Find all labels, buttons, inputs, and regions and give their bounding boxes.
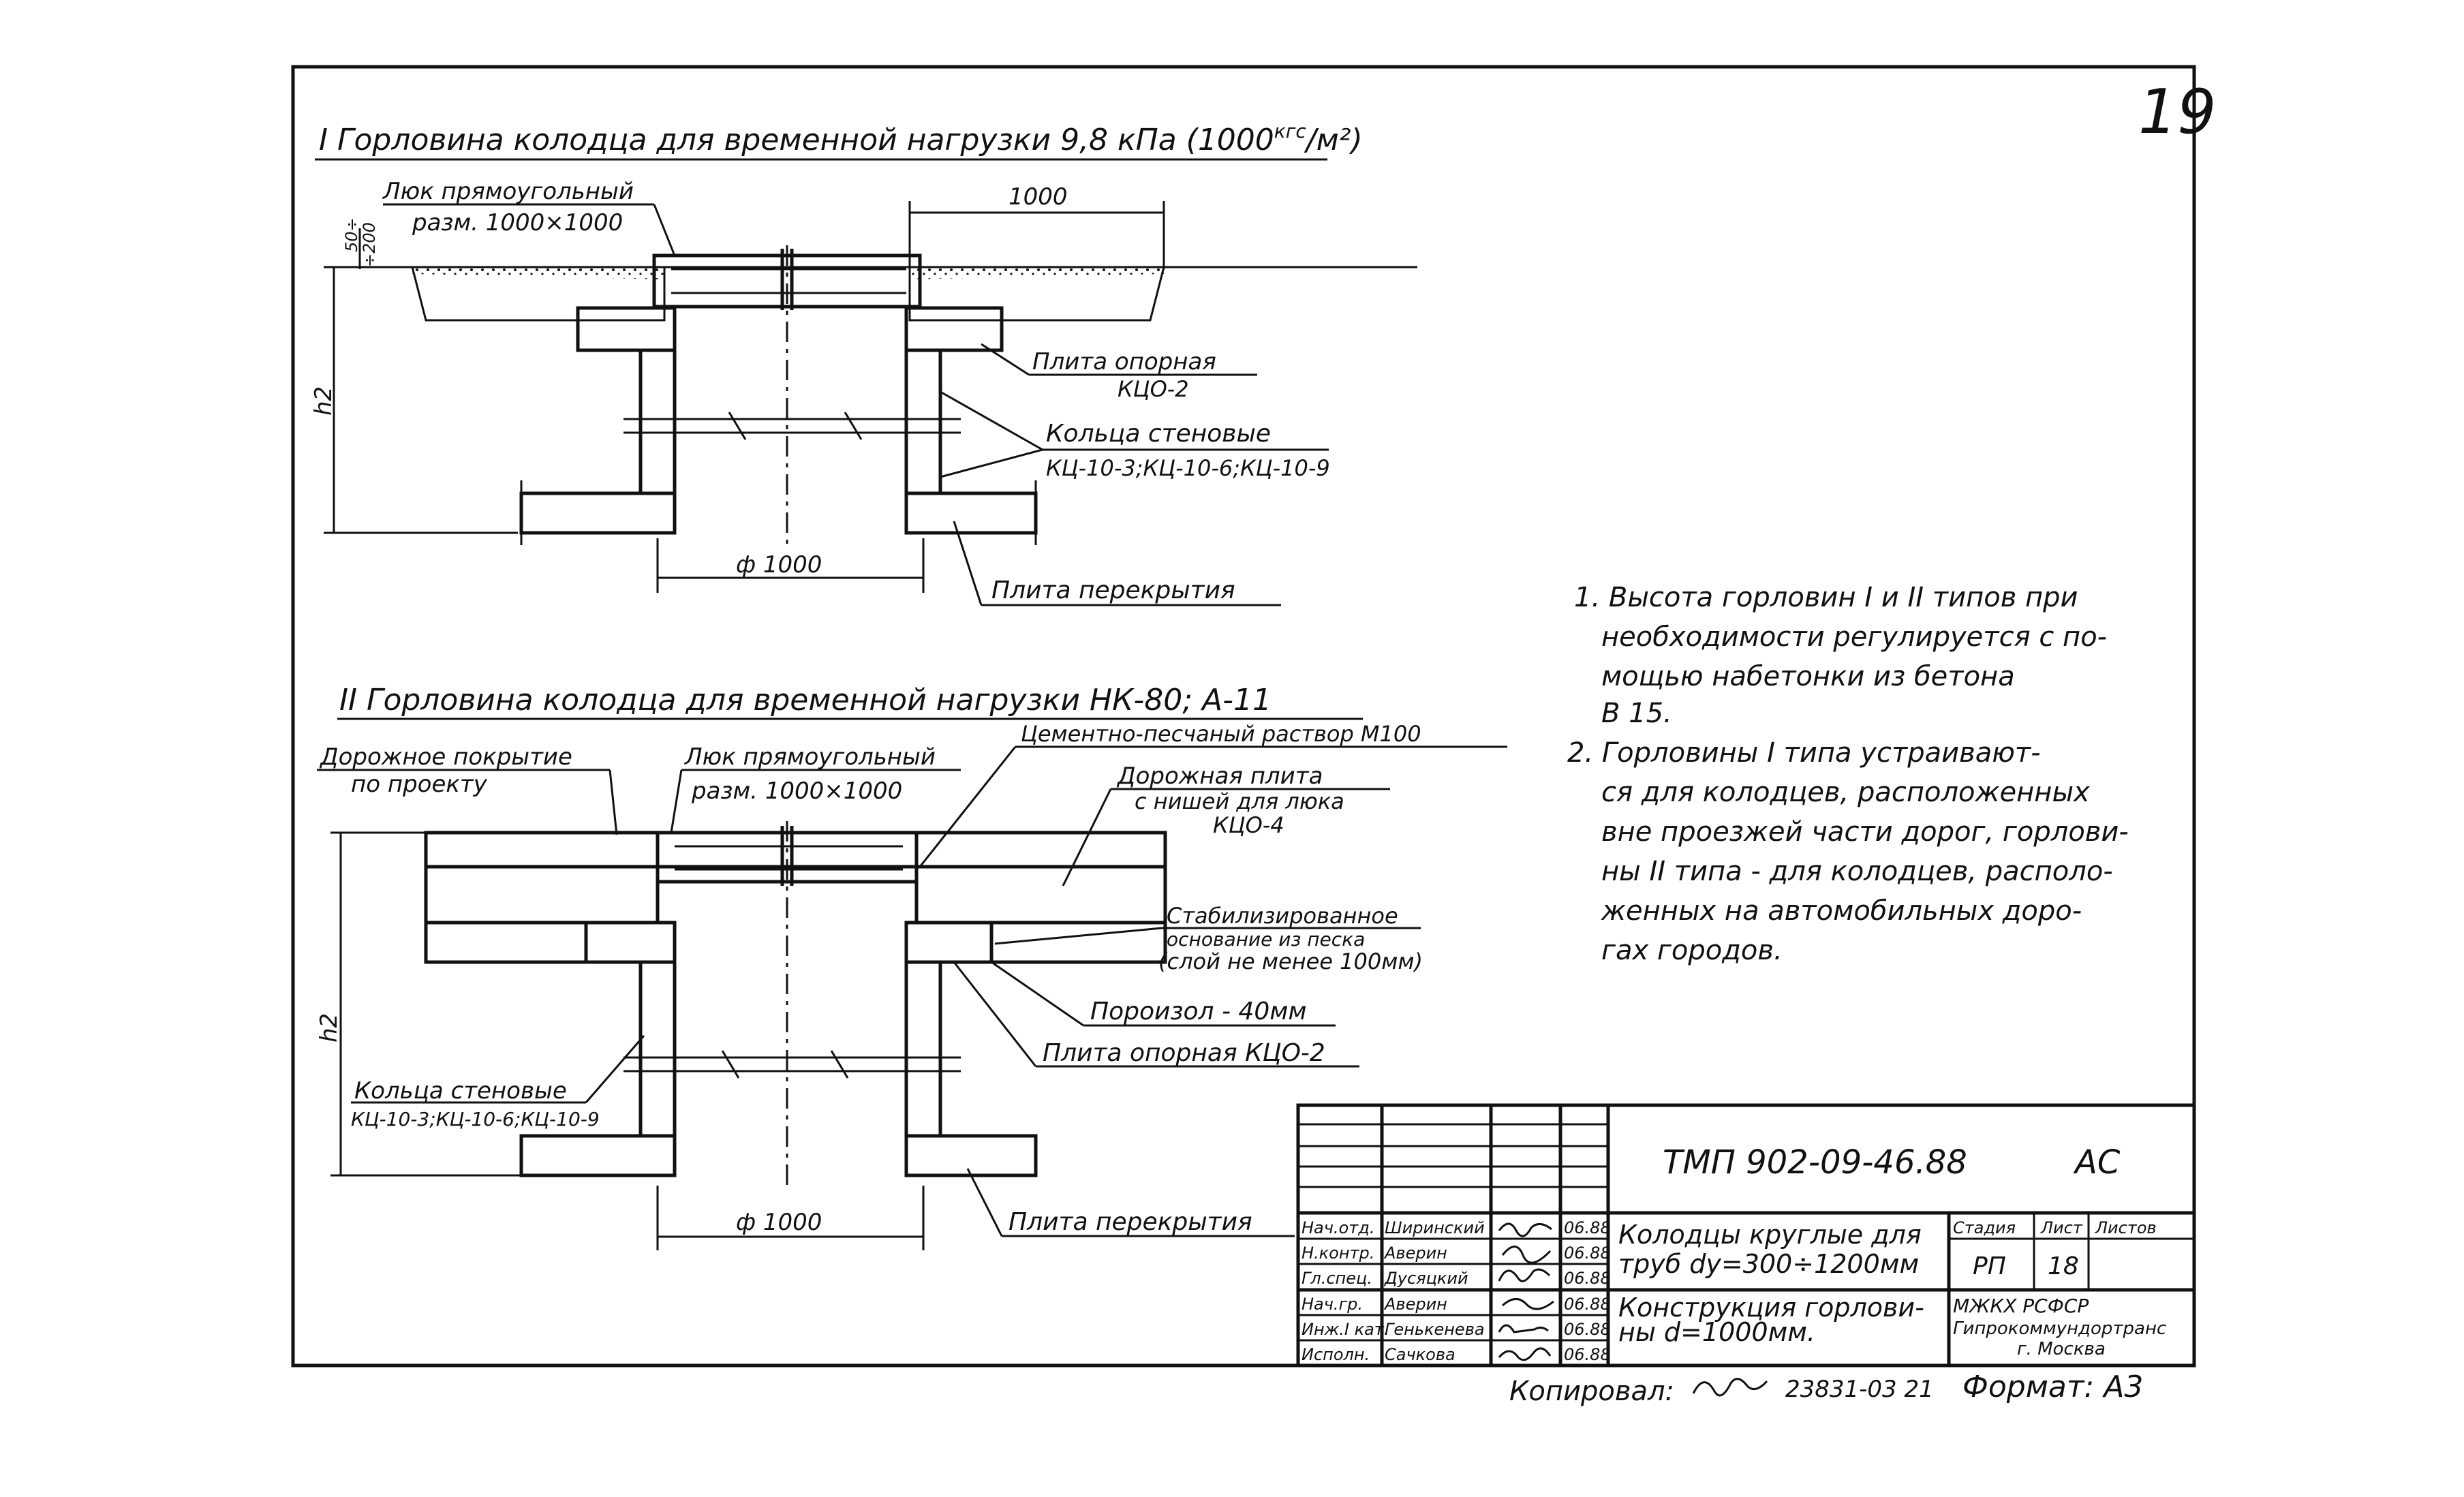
- staff-name: Аверин: [1383, 1295, 1447, 1314]
- sheet-value: 18: [2048, 1252, 2079, 1280]
- road-cover-label: Дорожное покрытие: [319, 743, 572, 771]
- support-slab-mark-1: КЦО-2: [1118, 376, 1189, 402]
- note-line: В 15.: [1601, 698, 1672, 729]
- staff-date: 06.88: [1564, 1218, 1611, 1237]
- staff-role: Гл.спец.: [1302, 1269, 1372, 1288]
- staff-date: 06.88: [1564, 1295, 1611, 1314]
- wall-rings-label-1: Кольца стеновые: [1046, 420, 1271, 448]
- org-line-1: МЖКХ РСФСР: [1953, 1295, 2089, 1317]
- staff-date: 06.88: [1564, 1345, 1611, 1364]
- copied-label: Копировал:: [1509, 1376, 1674, 1407]
- staff-name: Дусяцкий: [1384, 1269, 1468, 1288]
- staff-role: Исполн.: [1302, 1345, 1370, 1364]
- org-line-2: Гипрокоммундортранс: [1953, 1318, 2166, 1339]
- staff-name: Ширинский: [1385, 1218, 1485, 1237]
- section-1-title: I Горловина колодца для временной нагруз…: [319, 120, 1363, 157]
- org-line-3: г. Москва: [2017, 1339, 2106, 1359]
- note-line: 2. Горловины I типа устраивают-: [1567, 737, 2041, 769]
- wall-rings-marks-1: КЦ-10-3;КЦ-10-6;КЦ-10-9: [1046, 455, 1330, 481]
- dim-h2-2: h2: [315, 1013, 343, 1043]
- doc-code: ТМП 902-09-46.88: [1663, 1143, 1967, 1182]
- mortar-label: Цементно-песчаный раствор М100: [1021, 721, 1421, 747]
- col-sheets: Листов: [2095, 1218, 2157, 1237]
- dim-diameter-1: ф 1000: [736, 551, 822, 578]
- note-line: мощью набетонки из бетона: [1601, 661, 2015, 692]
- stabilized-sand: основание из песка: [1167, 928, 1365, 951]
- format-label: Формат: А3: [1962, 1370, 2143, 1404]
- dim-h2-1: h2: [310, 386, 337, 416]
- title-block: ТМП 902-09-46.88 АС Колодцы круглые для …: [1296, 1103, 2196, 1368]
- note-line: вне проезжей части дорог, горлови-: [1601, 816, 2129, 848]
- staff-role: Н.контр.: [1302, 1244, 1374, 1263]
- road-slab-label: Дорожная плита: [1116, 762, 1323, 790]
- cover-slab-label-2: Плита перекрытия: [1008, 1208, 1252, 1236]
- hatch-size-2: разм. 1000×1000: [691, 777, 902, 805]
- poroizol-label: Пороизол - 40мм: [1090, 998, 1307, 1025]
- road-slab-niche: с нишей для люка: [1135, 788, 1344, 814]
- doc-subtitle-1: Конструкция горлови-: [1618, 1293, 1924, 1323]
- staff-name: Аверин: [1383, 1244, 1447, 1263]
- section-1-drawing: I Горловина колодца для временной нагруз…: [310, 120, 1417, 606]
- stabilized-label: Стабилизированное: [1167, 903, 1398, 929]
- section-2-title: II Горловина колодца для временной нагру…: [339, 683, 1272, 717]
- col-stage: Стадия: [1953, 1218, 2016, 1237]
- dim-top-a: 50÷: [342, 217, 361, 252]
- support-slab-label-1: Плита опорная: [1032, 348, 1216, 375]
- dim-diameter-2: ф 1000: [736, 1209, 822, 1236]
- doc-title-1: Колодцы круглые для: [1618, 1220, 1922, 1250]
- signatures: [1498, 1222, 1554, 1361]
- doc-subtitle-2: ны d=1000мм.: [1618, 1317, 1815, 1347]
- copier-signature: [1692, 1378, 1768, 1397]
- note-line: необходимости регулируется с по-: [1601, 621, 2107, 653]
- col-sheet: Лист: [2040, 1218, 2083, 1237]
- section-2-drawing: II Горловина колодца для временной нагру…: [315, 683, 1507, 1250]
- staff-role: Нач.отд.: [1302, 1218, 1374, 1237]
- note-line: ся для колодцев, расположенных: [1601, 777, 2090, 808]
- hatch-label-2: Люк прямоугольный: [683, 743, 936, 771]
- footer: Копировал: 23831-03 21 Формат: А3: [1509, 1370, 2143, 1407]
- doc-title-2: труб dy=300÷1200мм: [1618, 1249, 1919, 1279]
- road-cover-note: по проекту: [351, 771, 488, 798]
- page-number: 19: [2138, 76, 2217, 148]
- note-line: женных на автомобильных доро-: [1601, 895, 2082, 927]
- notes-block: 1. Высота горловин I и II типов при необ…: [1567, 582, 2129, 966]
- hatch-label-1: Люк прямоугольный: [382, 178, 634, 205]
- staff-date: 06.88: [1564, 1269, 1611, 1288]
- dim-top-b: ÷200: [360, 222, 379, 267]
- stage-value: РП: [1973, 1252, 2006, 1280]
- cover-slab-label-1: Плита перекрытия: [991, 576, 1235, 604]
- note-line: 1. Высота горловин I и II типов при: [1574, 582, 2078, 613]
- staff-date: 06.88: [1564, 1244, 1611, 1263]
- hatch-size-1: разм. 1000×1000: [412, 209, 623, 236]
- wall-rings-label-2: Кольца стеновые: [354, 1077, 567, 1105]
- wall-rings-marks-2: КЦ-10-3;КЦ-10-6;КЦ-10-9: [351, 1108, 600, 1130]
- note-line: ны II типа - для колодцев, располо-: [1601, 856, 2113, 887]
- road-slab-mark: КЦО-4: [1213, 812, 1284, 838]
- staff-role: Нач.гр.: [1302, 1295, 1363, 1314]
- note-line: гах городов.: [1601, 935, 1783, 966]
- dim-width-1000: 1000: [1008, 183, 1068, 211]
- staff-name: Генькенева: [1385, 1320, 1485, 1339]
- sheet-frame: [291, 65, 2196, 1368]
- staff-role: Инж.I кат.: [1302, 1320, 1389, 1339]
- doc-mark: АС: [2073, 1143, 2121, 1182]
- support-slab-label-2: Плита опорная КЦО-2: [1043, 1039, 1325, 1067]
- stabilized-layer: (слой не менее 100мм): [1158, 948, 1423, 974]
- staff-date: 06.88: [1564, 1320, 1611, 1339]
- doc-number: 23831-03 21: [1785, 1376, 1934, 1403]
- staff-name: Сачкова: [1385, 1345, 1456, 1364]
